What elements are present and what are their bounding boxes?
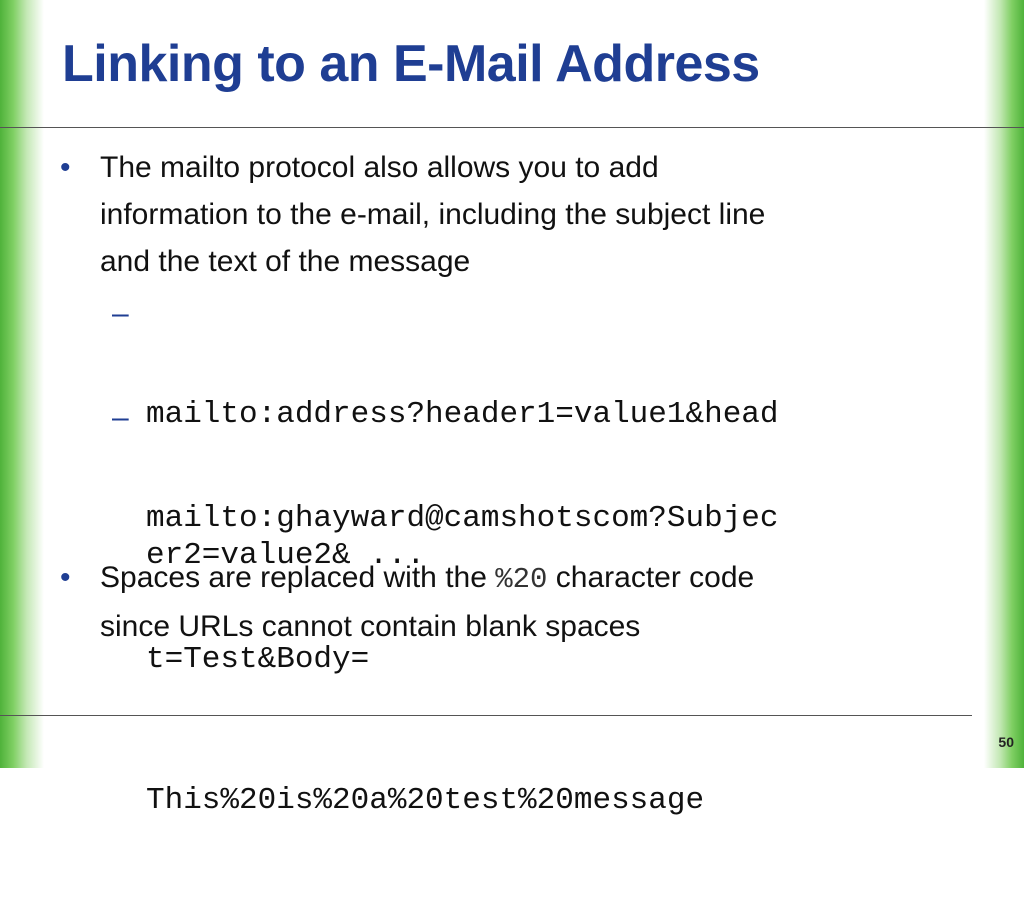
sub-bullet-item: – mailto:ghayward@camshotscom?Subjec t=T… [112, 401, 962, 818]
bullet-line: Spaces are replaced with the %20 charact… [100, 554, 960, 603]
bullet-text-segment: Spaces are replaced with the [100, 561, 496, 594]
bullet-dot-icon: • [60, 151, 71, 184]
dash-bullet-icon: – [112, 297, 129, 330]
bullet-line: The mailto protocol also allows you to a… [100, 151, 659, 184]
bullet-text: The mailto protocol also allows you to a… [100, 144, 960, 285]
left-green-accent-bar [0, 0, 44, 768]
bullet-line: since URLs cannot contain blank spaces [100, 610, 641, 643]
dash-bullet-icon: – [112, 401, 129, 434]
sub-bullet-item: – mailto:address?header1=value1&head er2… [112, 297, 962, 573]
bullet-line: information to the e-mail, including the… [100, 198, 766, 231]
bullet-dot-icon: • [60, 561, 71, 594]
slide-title: Linking to an E-Mail Address [62, 35, 760, 93]
footer-divider [0, 715, 972, 716]
bullet-line: and the text of the message [100, 245, 471, 278]
right-green-accent-bar [984, 0, 1024, 768]
code-line: er2=value2& ... [146, 538, 426, 573]
inline-code: %20 [495, 563, 548, 596]
code-line: This%20is%20a%20test%20message [146, 783, 705, 818]
code-example: mailto:ghayward@camshotscom?Subjec t=Tes… [146, 401, 966, 918]
code-line: mailto:ghayward@camshotscom?Subjec [146, 501, 779, 536]
code-line: t=Test&Body= [146, 642, 370, 677]
code-line: mailto:address?header1=value1&head [146, 397, 779, 432]
bullet-item: • Spaces are replaced with the %20 chara… [60, 554, 960, 648]
bullet-item: • The mailto protocol also allows you to… [60, 144, 960, 285]
title-divider [0, 127, 1024, 128]
code-example: mailto:address?header1=value1&head er2=v… [146, 297, 966, 673]
bullet-text: Spaces are replaced with the %20 charact… [100, 554, 960, 650]
bullet-text-segment: character code [547, 561, 755, 594]
page-number: 50 [998, 734, 1014, 750]
